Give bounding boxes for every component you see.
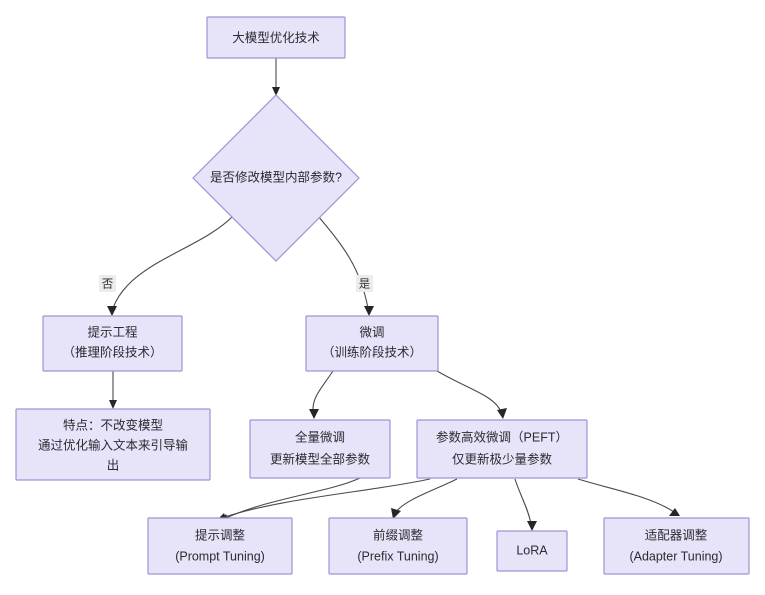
- node-root-shape[interactable]: [206, 16, 346, 59]
- node-finetune-line-2: （训练阶段技术）: [322, 344, 422, 359]
- node-prompt-feature-line-2: 通过优化输入文本来引导输: [38, 437, 189, 452]
- node-finetune-shape[interactable]: [305, 315, 439, 372]
- node-prefix-tuning-line-1: 前缀调整: [373, 527, 424, 542]
- node-peft-line-1: 参数高效微调（PEFT）: [436, 429, 568, 444]
- node-adapter-tuning-shape[interactable]: [603, 517, 750, 575]
- node-prompt-tuning-line-2: (Prompt Tuning): [175, 549, 265, 563]
- edge-finetune-to-full-finetune: [309, 370, 334, 419]
- node-prompt-tuning[interactable]: 提示调整 (Prompt Tuning): [147, 517, 293, 575]
- node-full-finetune[interactable]: 全量微调 更新模型全部参数: [249, 419, 391, 479]
- edge-label-no-text: 否: [102, 279, 114, 291]
- edge-decision-to-prompt-engineering: [107, 215, 234, 316]
- node-prompt-feature-line-3: 出: [107, 458, 120, 472]
- edge-peft-to-lora: [514, 478, 537, 531]
- edge-full-finetune-to-prompt-tuning: [219, 477, 361, 522]
- edge-prompt-engineering-to-feature: [109, 371, 117, 409]
- node-root-label: 大模型优化技术: [232, 31, 320, 45]
- edge-root-to-decision: [272, 58, 280, 96]
- edge-label-yes: 是: [356, 275, 373, 292]
- edge-label-yes-text: 是: [359, 278, 371, 291]
- node-prompt-feature-line-1: 特点：不改变模型: [63, 417, 163, 432]
- node-prompt-tuning-shape[interactable]: [147, 517, 293, 575]
- node-prompt-feature[interactable]: 特点：不改变模型 通过优化输入文本来引导输 出: [15, 408, 211, 481]
- edge-peft-to-prefix-tuning: [391, 478, 458, 519]
- node-prefix-tuning-line-2: (Prefix Tuning): [357, 549, 438, 563]
- node-peft-line-2: 仅更新极少量参数: [452, 451, 553, 466]
- node-peft-shape[interactable]: [416, 419, 588, 479]
- node-lora[interactable]: LoRA: [496, 530, 568, 572]
- node-full-finetune-line-2: 更新模型全部参数: [270, 451, 371, 466]
- node-adapter-tuning-line-1: 适配器调整: [645, 527, 708, 542]
- edge-decision-to-finetune: [317, 215, 374, 316]
- node-prompt-engineering[interactable]: 提示工程 （推理阶段技术）: [42, 315, 183, 372]
- edge-label-no: 否: [99, 275, 116, 292]
- node-decision-label: 是否修改模型内部参数?: [210, 169, 342, 184]
- edge-peft-to-adapter-tuning: [577, 478, 680, 516]
- node-prefix-tuning[interactable]: 前缀调整 (Prefix Tuning): [328, 517, 468, 575]
- node-full-finetune-line-1: 全量微调: [295, 429, 345, 444]
- node-adapter-tuning-line-2: (Adapter Tuning): [629, 549, 722, 563]
- node-peft[interactable]: 参数高效微调（PEFT） 仅更新极少量参数: [416, 419, 588, 479]
- node-prompt-tuning-line-1: 提示调整: [195, 527, 246, 542]
- node-root[interactable]: 大模型优化技术: [206, 16, 346, 59]
- edge-peft-to-prompt-tuning: [216, 478, 431, 522]
- node-prompt-engineering-line-1: 提示工程: [87, 324, 138, 339]
- node-finetune[interactable]: 微调 （训练阶段技术）: [305, 315, 439, 372]
- node-adapter-tuning[interactable]: 适配器调整 (Adapter Tuning): [603, 517, 750, 575]
- node-full-finetune-shape[interactable]: [249, 419, 391, 479]
- node-lora-shape[interactable]: [496, 530, 568, 572]
- node-decision-shape[interactable]: [192, 94, 360, 262]
- node-prompt-engineering-line-2: （推理阶段技术）: [62, 344, 162, 359]
- node-decision[interactable]: 是否修改模型内部参数?: [192, 94, 360, 262]
- node-prompt-feature-shape[interactable]: [15, 408, 211, 481]
- node-prefix-tuning-shape[interactable]: [328, 517, 468, 575]
- node-prompt-engineering-shape[interactable]: [42, 315, 183, 372]
- edge-finetune-to-peft: [436, 370, 507, 419]
- node-lora-label: LoRA: [516, 543, 548, 557]
- node-finetune-line-1: 微调: [359, 325, 384, 339]
